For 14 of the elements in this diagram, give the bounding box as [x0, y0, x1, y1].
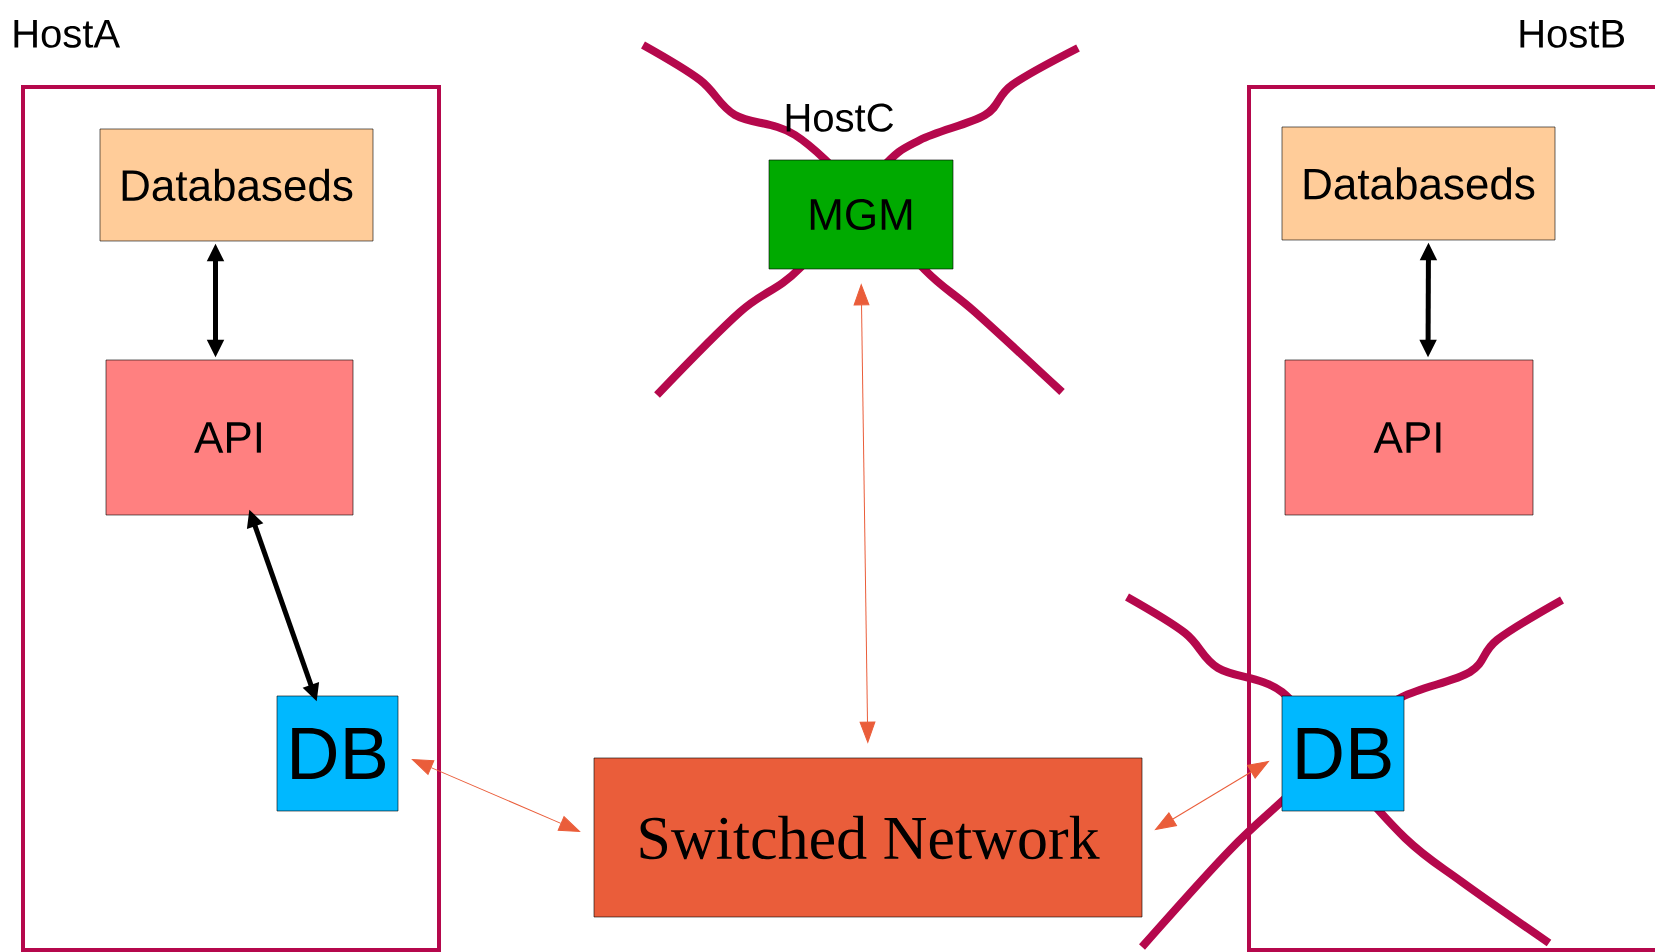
process-box: MGM	[768, 159, 954, 270]
process-box: Databaseds	[99, 128, 374, 242]
arrow	[853, 284, 876, 743]
database-box: DB	[1281, 695, 1405, 812]
database-box: DB	[276, 695, 399, 812]
host-label: HostC	[786, 103, 894, 132]
arrow	[412, 759, 580, 832]
arrow	[1155, 761, 1269, 830]
host-label: HostA	[14, 19, 121, 48]
host-label: HostB	[1520, 19, 1624, 48]
process-box: Databaseds	[1281, 126, 1556, 241]
process-box: API	[1284, 359, 1534, 516]
network-box: Switched Network	[593, 757, 1143, 918]
process-box: API	[105, 359, 354, 516]
